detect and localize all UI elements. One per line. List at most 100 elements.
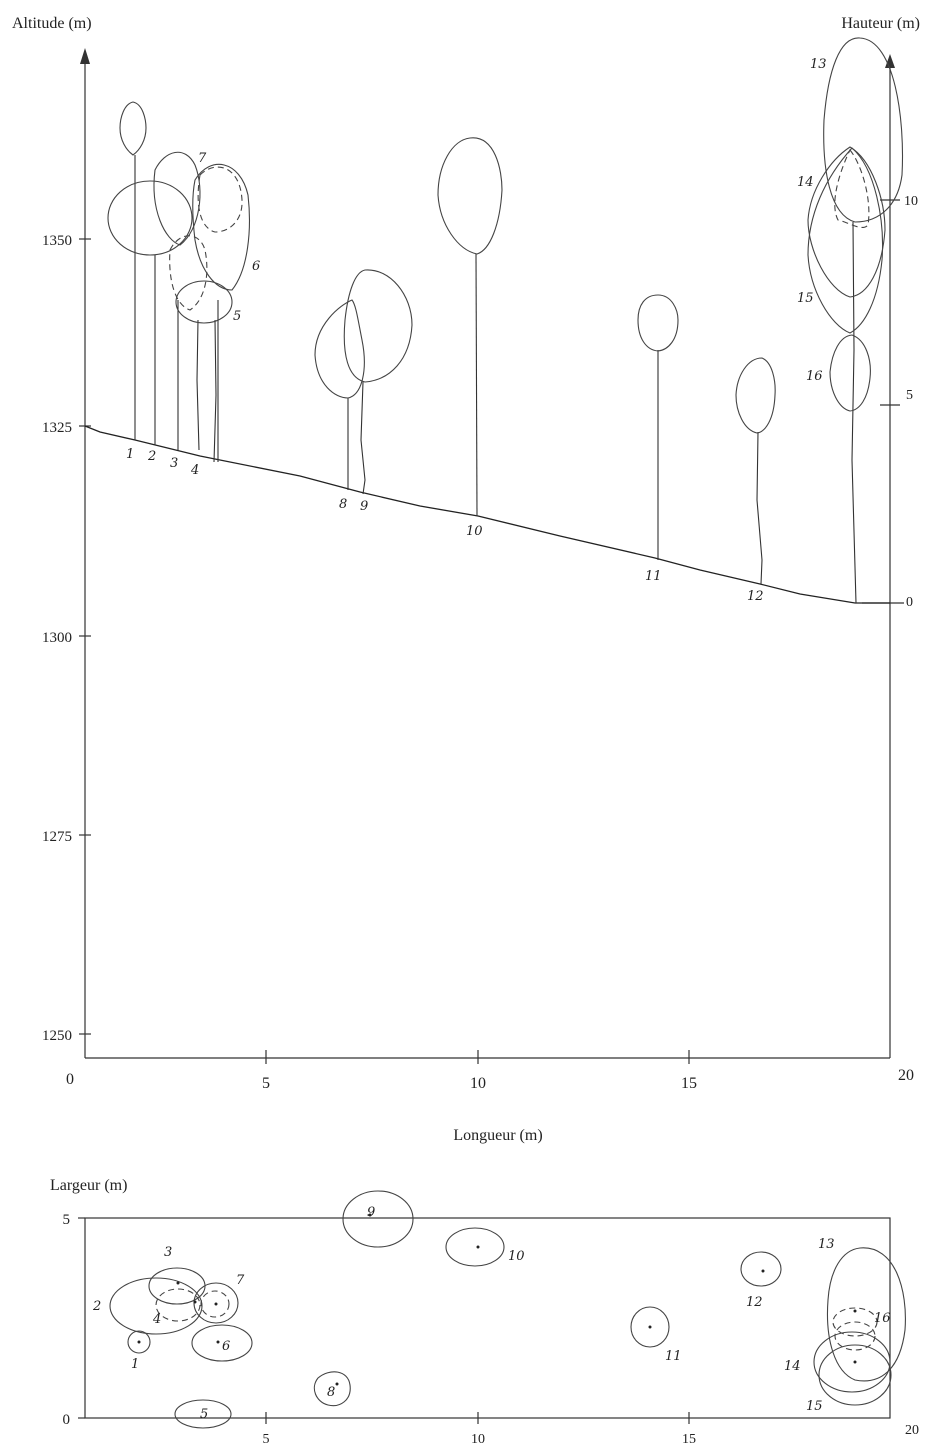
profile-tree-label-14: 14 [797, 175, 814, 190]
plan-y-label-5: 5 [63, 1212, 71, 1228]
profile-axes [79, 48, 904, 1064]
plan-crown-3 [148, 1267, 206, 1305]
plan-x-label-10: 10 [471, 1432, 485, 1447]
plan-crown-8 [313, 1371, 351, 1407]
length-axis-title: Longueur (m) [453, 1127, 542, 1144]
plan-trunk-dots [137, 1213, 857, 1386]
height-label-5: 5 [906, 388, 913, 403]
plan-x-label-20: 20 [905, 1423, 919, 1438]
tree-5-crown [175, 280, 233, 324]
plan-tree-label-13: 13 [818, 1237, 835, 1252]
plan-tree-label-1: 1 [131, 1357, 139, 1372]
plan-crown-15 [818, 1344, 892, 1406]
plan-tree-label-7: 7 [236, 1273, 245, 1288]
plan-crown-12 [740, 1251, 782, 1287]
profile-tree-label-8: 8 [339, 497, 347, 512]
height-label-10: 10 [904, 194, 918, 209]
altitude-label-1350: 1350 [42, 233, 72, 249]
plan-trunk-3 [176, 1281, 180, 1285]
altitude-label-1275: 1275 [42, 829, 72, 845]
tree-15-crown [807, 147, 884, 334]
tree-13-crown [823, 37, 904, 223]
profile-tree-label-3: 3 [170, 456, 178, 471]
plan-tree-label-2: 2 [92, 1299, 101, 1314]
x-label-0: 0 [66, 1071, 74, 1088]
width-axis-title: Largeur (m) [50, 1177, 127, 1194]
profile-tree-label-10: 10 [466, 524, 483, 539]
tree-12-trunk [756, 431, 763, 585]
plan-trunk-8 [335, 1382, 339, 1386]
x-label-20: 20 [898, 1067, 914, 1084]
tree-13-16-trunks [851, 221, 857, 604]
left-axis-arrow [80, 48, 90, 64]
tree-9-crown [343, 269, 413, 383]
tree-8-crown [314, 299, 365, 399]
plan-view: Largeur (m) 5 0 5 10 15 20 [50, 1177, 919, 1447]
tree-12-crown [735, 357, 776, 434]
tree-4-crown [169, 235, 208, 311]
profile-view: Altitude (m) Hauteur (m) Longueur (m) 13… [12, 15, 920, 1144]
right-axis-arrow [885, 54, 895, 68]
plan-crown-14 [813, 1331, 891, 1393]
plan-trunk-4 [193, 1300, 197, 1304]
height-axis-title: Hauteur (m) [841, 15, 920, 32]
x-label-10: 10 [470, 1075, 486, 1092]
profile-tree-label-13: 13 [810, 57, 827, 72]
tree-10-trunk [475, 253, 478, 517]
plan-crown-6 [191, 1324, 253, 1362]
tree-6-crown [192, 163, 250, 291]
plan-tree-label-11: 11 [665, 1349, 682, 1364]
height-label-0: 0 [906, 595, 913, 610]
tree-1-crown [119, 101, 147, 156]
plan-tree-label-12: 12 [746, 1295, 763, 1310]
tree-3-crown [153, 151, 201, 246]
tree-10-crown [437, 137, 503, 255]
altitude-label-1325: 1325 [42, 420, 72, 436]
plan-crown-11 [630, 1306, 670, 1348]
plan-x-label-5: 5 [263, 1432, 270, 1447]
tree-2-crown [107, 180, 193, 256]
plan-crown-2 [109, 1277, 203, 1335]
profile-tree-labels: 1 2 3 4 5 6 7 8 9 10 11 12 13 14 15 16 [126, 57, 827, 604]
altitude-label-1300: 1300 [42, 630, 72, 646]
plan-trunk-11 [648, 1325, 652, 1329]
plan-trunk-10 [476, 1245, 480, 1249]
plan-tree-label-3: 3 [164, 1245, 172, 1260]
plan-crown-16b [834, 1321, 876, 1351]
plan-tree-label-4: 4 [152, 1312, 161, 1327]
plan-crown-13 [826, 1247, 906, 1382]
plan-tree-label-5: 5 [200, 1407, 208, 1422]
profile-tree-label-4: 4 [190, 463, 199, 478]
plan-crowns [109, 1190, 906, 1429]
profile-crowns [107, 37, 904, 434]
profile-tree-label-1: 1 [126, 447, 134, 462]
plan-crown-5 [174, 1399, 232, 1429]
plan-trunk-14 [853, 1360, 857, 1364]
profile-tree-label-12: 12 [747, 589, 764, 604]
profile-tree-label-6: 6 [252, 259, 260, 274]
plan-y-label-0: 0 [63, 1412, 71, 1428]
profile-tree-label-16: 16 [806, 369, 823, 384]
plan-trunk-7 [214, 1302, 218, 1306]
tree-11-crown [637, 294, 679, 352]
profile-tree-label-5: 5 [233, 309, 241, 324]
tree-4-trunk [196, 319, 200, 451]
tree-7-crown [197, 166, 243, 233]
plan-tree-label-16: 16 [874, 1311, 891, 1326]
plan-crown-7-inner [200, 1290, 230, 1318]
plan-trunk-6 [216, 1340, 220, 1344]
profile-tree-label-9: 9 [360, 499, 368, 514]
plan-tree-label-6: 6 [222, 1339, 230, 1354]
plan-frame [84, 1217, 891, 1419]
altitude-label-1250: 1250 [42, 1028, 72, 1044]
x-label-15: 15 [681, 1075, 697, 1092]
profile-tree-label-7: 7 [198, 151, 207, 166]
profile-tree-label-2: 2 [147, 449, 156, 464]
plan-trunk-13 [853, 1309, 857, 1313]
plan-crown-16 [832, 1307, 878, 1337]
ground-slope-line [84, 425, 890, 604]
plan-trunk-12 [761, 1269, 765, 1273]
plan-trunk-1 [137, 1340, 141, 1344]
x-label-5: 5 [262, 1075, 270, 1092]
